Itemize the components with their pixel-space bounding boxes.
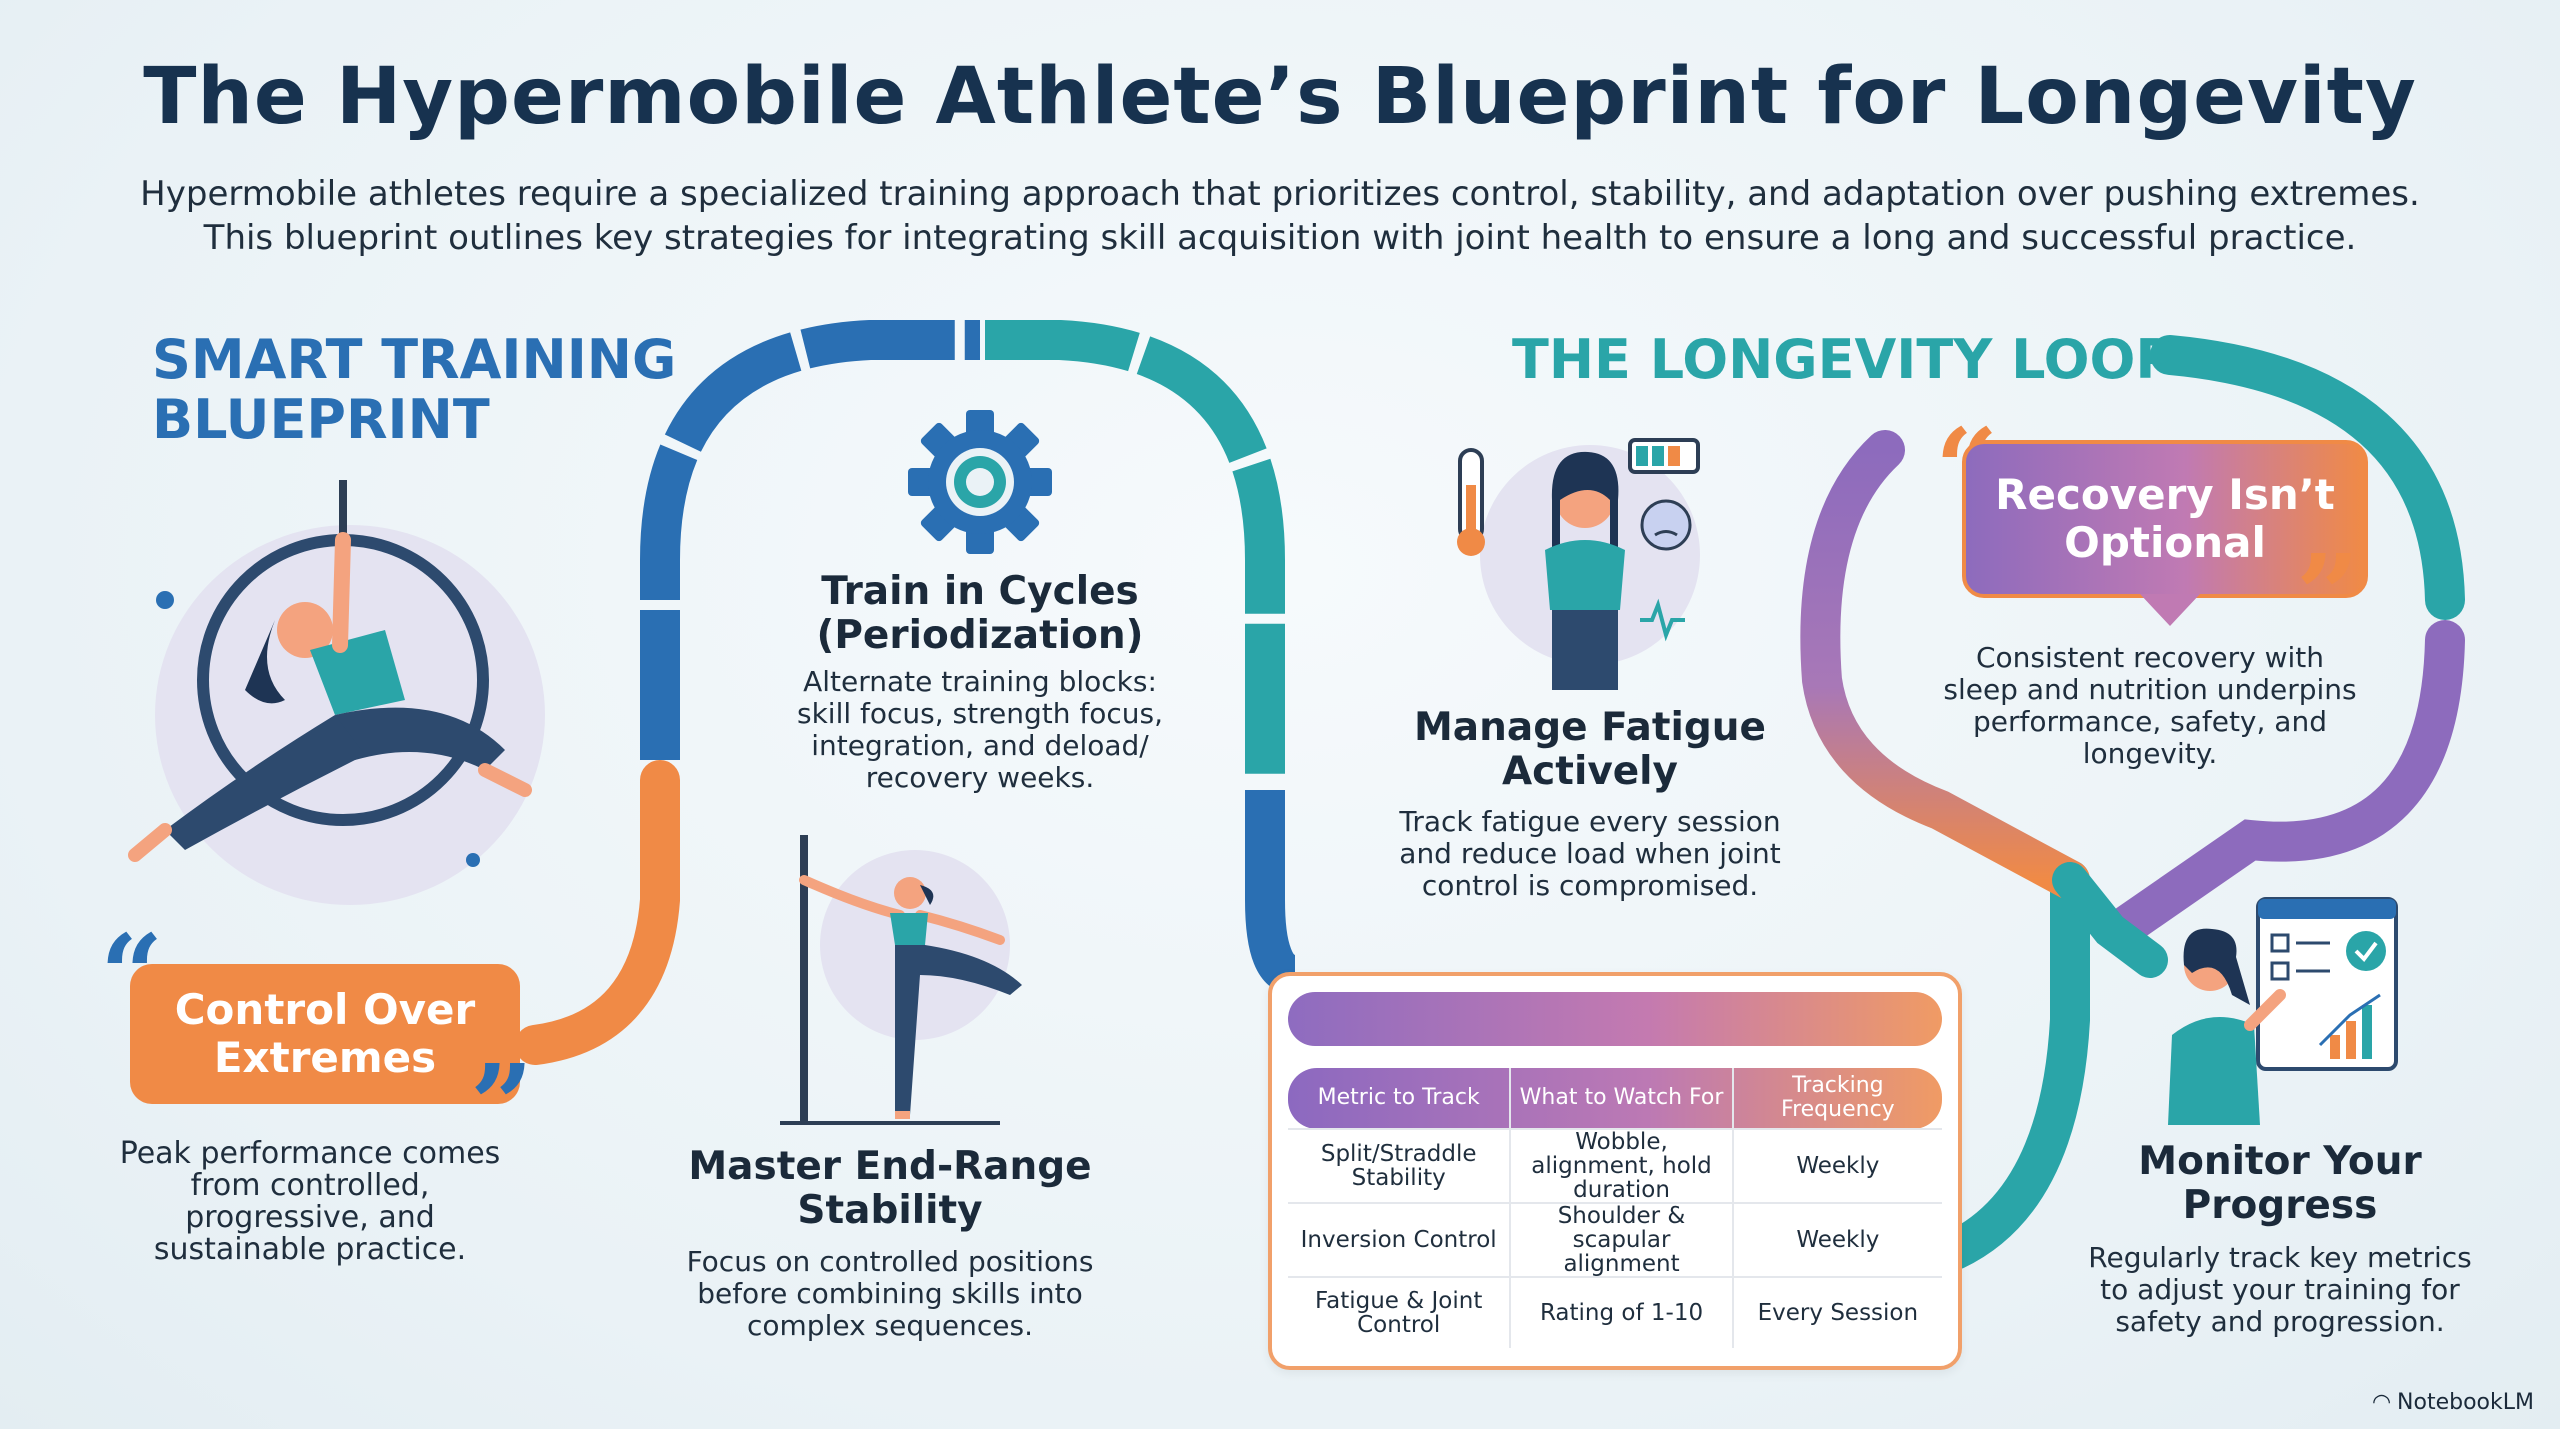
loop-segment-teal: [2150, 335, 2465, 620]
loop-segment-teal-lower: [2052, 862, 2168, 978]
text-line: Track fatigue every session: [1399, 805, 1781, 838]
heading-line: Manage Fatigue: [1414, 705, 1766, 750]
train-in-cycles-text: Alternate training blocks: skill focus, …: [760, 666, 1200, 794]
table-cell: Split/Straddle Stability: [1288, 1128, 1511, 1203]
loop-segment-purple-right: [2100, 620, 2465, 950]
table-row: Inversion Control Shoulder & scapular al…: [1288, 1202, 1942, 1277]
table-cell: Shoulder & scapular alignment: [1509, 1202, 1733, 1277]
text-line: sustainable practice.: [153, 1232, 467, 1267]
subtitle-line: Hypermobile athletes require a specializ…: [140, 174, 2420, 214]
table-cell: Weekly: [1731, 1128, 1942, 1203]
speech-bubble-tail: [2140, 594, 2200, 626]
heading-line: Stability: [797, 1188, 983, 1233]
table-header-cell: What to Watch For: [1509, 1068, 1733, 1129]
notebooklm-logo-icon: ◠: [2373, 1390, 2391, 1415]
tracking-table: Metric to Track What to Watch For Tracki…: [1288, 1068, 1942, 1348]
gear-icon: [908, 410, 1052, 554]
quote-close-icon: ”: [470, 1040, 534, 1169]
table-header-cell: Tracking Frequency: [1731, 1068, 1942, 1129]
text-line: control is compromised.: [1421, 869, 1759, 902]
quote-close-icon: ”: [2296, 530, 2360, 659]
text-line: progressive, and: [185, 1200, 435, 1235]
table-header-bar: [1288, 992, 1942, 1046]
brand-label: ◠ NotebookLM: [2373, 1390, 2534, 1415]
manage-fatigue-text: Track fatigue every session and reduce l…: [1370, 806, 1810, 902]
end-range-heading: Master End-Range Stability: [680, 1145, 1100, 1233]
table-cell: Every Session: [1731, 1276, 1942, 1348]
path-segment-teal: [985, 320, 1285, 780]
text-line: to adjust your training for: [2100, 1273, 2460, 1306]
text-line: before combining skills into: [697, 1277, 1083, 1310]
heading-line: Monitor Your: [2138, 1139, 2422, 1184]
table-cell: Weekly: [1731, 1202, 1942, 1277]
longevity-loop-heading: THE LONGEVITY LOOP: [1512, 328, 2176, 391]
text-line: performance, safety, and: [1973, 705, 2327, 738]
table-cell: Wobble, alignment, hold duration: [1509, 1128, 1733, 1203]
text-line: longevity.: [2082, 737, 2218, 770]
recovery-text: Consistent recovery with sleep and nutri…: [1930, 642, 2370, 770]
text-line: from controlled,: [190, 1168, 430, 1203]
tracking-table-card: Metric to Track What to Watch For Tracki…: [1268, 972, 1962, 1370]
subtitle-line: This blueprint outlines key strategies f…: [203, 218, 2357, 258]
path-segment-teal-right: [1935, 860, 2090, 1270]
table-row: Split/Straddle Stability Wobble, alignme…: [1288, 1128, 1942, 1203]
table-header-row: Metric to Track What to Watch For Tracki…: [1288, 1068, 1942, 1129]
path-segment-orange: [515, 760, 680, 1065]
text-line: skill focus, strength focus,: [796, 697, 1163, 730]
aerial-hoop-athlete-icon: [128, 480, 545, 905]
text-line: and reduce load when joint: [1399, 837, 1781, 870]
train-in-cycles-heading: Train in Cycles (Periodization): [760, 570, 1200, 658]
text-line: safety and progression.: [2115, 1305, 2445, 1338]
heading-line: BLUEPRINT: [152, 388, 490, 451]
text-line: integration, and deload/: [811, 729, 1149, 762]
heading-line: Train in Cycles: [821, 569, 1139, 614]
control-over-extremes-text: Peak performance comes from controlled, …: [100, 1138, 520, 1266]
heading-line: Progress: [2182, 1183, 2378, 1228]
quote-line: Control Over: [174, 985, 476, 1034]
end-range-text: Focus on controlled positions before com…: [660, 1246, 1120, 1342]
smart-training-heading: SMART TRAINING BLUEPRINT: [152, 330, 676, 450]
text-line: Focus on controlled positions: [686, 1245, 1094, 1278]
table-row: Fatigue & Joint Control Rating of 1-10 E…: [1288, 1276, 1942, 1348]
manage-fatigue-heading: Manage Fatigue Actively: [1380, 706, 1800, 794]
text-line: complex sequences.: [747, 1309, 1033, 1342]
heading-line: (Periodization): [816, 613, 1144, 658]
text-line: sleep and nutrition underpins: [1943, 673, 2357, 706]
table-cell: Fatigue & Joint Control: [1288, 1276, 1511, 1348]
heading-line: SMART TRAINING: [152, 328, 677, 391]
path-segment-blue-descent: [1245, 790, 1298, 995]
control-over-extremes-quote: Control Over Extremes: [130, 964, 520, 1104]
monitor-progress-text: Regularly track key metrics to adjust yo…: [2060, 1242, 2500, 1338]
table-cell: Inversion Control: [1288, 1202, 1511, 1277]
quote-line: Recovery Isn’t: [1995, 470, 2335, 519]
loop-segment-left: [1800, 430, 2090, 900]
page-subtitle: Hypermobile athletes require a specializ…: [140, 172, 2420, 260]
brand-text: NotebookLM: [2397, 1390, 2534, 1415]
heading-line: Master End-Range: [688, 1144, 1092, 1189]
monitor-progress-heading: Monitor Your Progress: [2080, 1140, 2480, 1228]
page-title: The Hypermobile Athlete’s Blueprint for …: [143, 52, 2417, 142]
recovery-quote: Recovery Isn’t Optional: [1962, 440, 2368, 598]
table-cell: Rating of 1-10: [1509, 1276, 1733, 1348]
heading-line: Actively: [1502, 749, 1678, 794]
progress-dashboard-icon: [2168, 897, 2398, 1125]
path-segment-blue: [640, 320, 980, 760]
pole-athlete-icon: [780, 835, 1022, 1125]
quote-line: Optional: [2064, 518, 2266, 567]
table-header-cell: Metric to Track: [1317, 1085, 1480, 1110]
fatigue-tracking-icon: [1457, 438, 1700, 690]
text-line: Peak performance comes: [119, 1136, 501, 1171]
text-line: Regularly track key metrics: [2088, 1241, 2472, 1274]
text-line: recovery weeks.: [865, 761, 1095, 794]
text-line: Alternate training blocks:: [803, 665, 1157, 698]
text-line: Consistent recovery with: [1975, 641, 2325, 674]
quote-line: Extremes: [213, 1033, 437, 1082]
